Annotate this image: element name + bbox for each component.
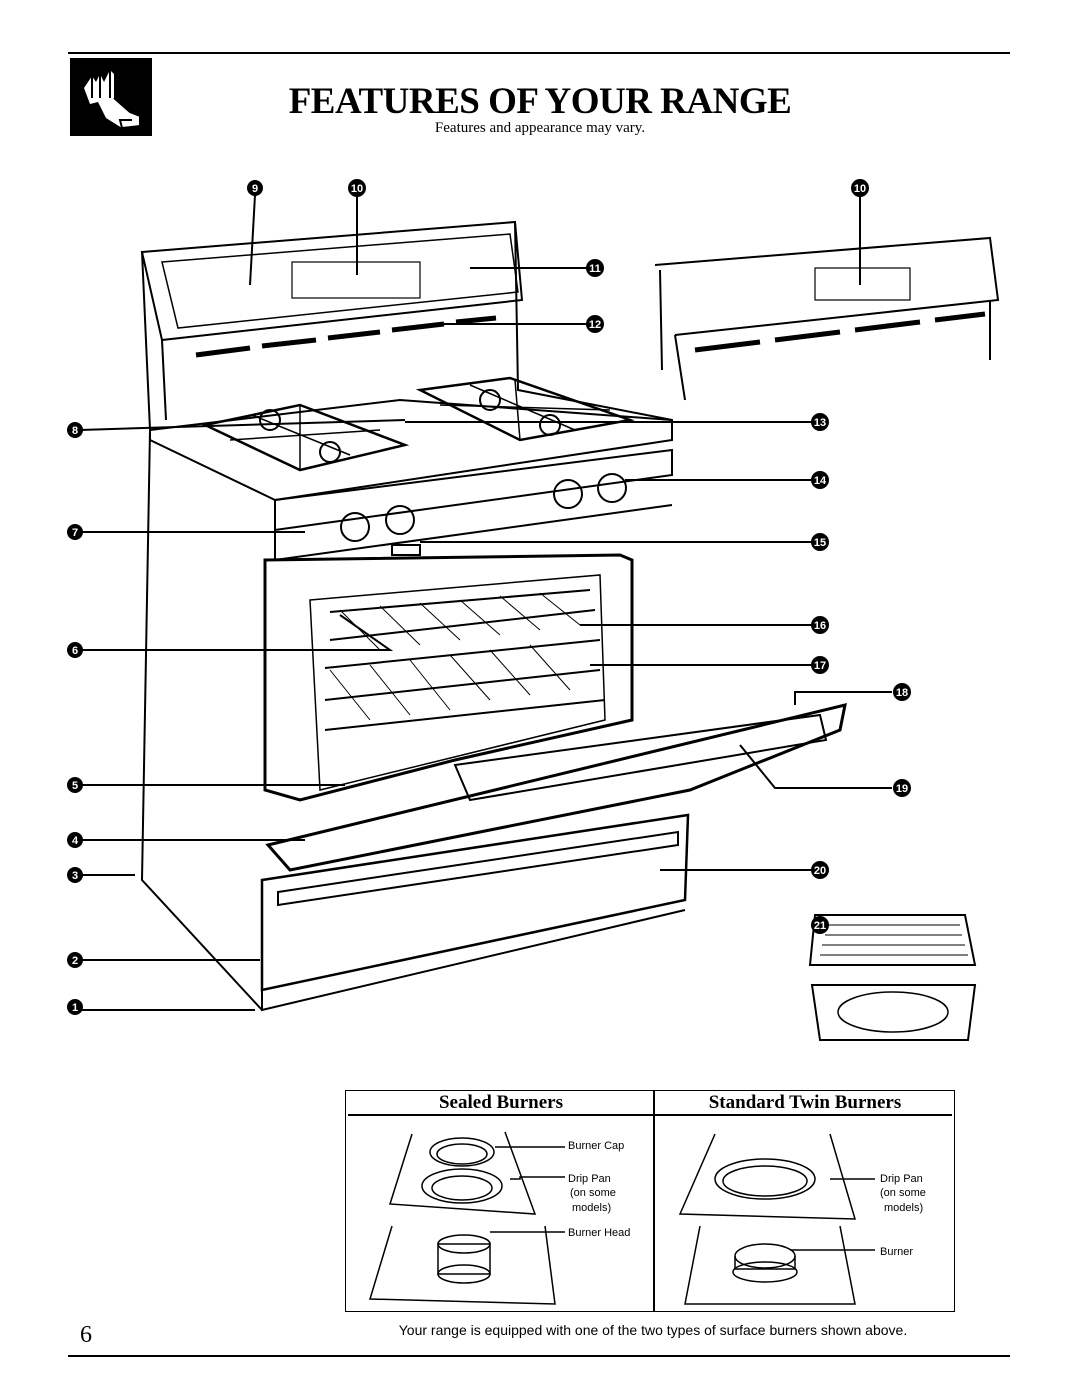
- callout-20: 20: [814, 865, 826, 877]
- page-title: FEATURES OF YOUR RANGE: [288, 81, 792, 122]
- callout-14: 14: [814, 475, 827, 487]
- callout-6: 6: [72, 645, 78, 657]
- range-illustration: 1 2 3 4 5 6 7 8 9 10 10 11 12 13 14 15 1…: [67, 179, 1000, 1041]
- standard-twin-burners-heading: Standard Twin Burners: [708, 1092, 902, 1113]
- callout-8: 8: [72, 425, 78, 437]
- callout-3: 3: [72, 870, 78, 882]
- callout-13: 13: [814, 417, 826, 429]
- table-divider: [653, 1090, 655, 1312]
- callout-10-side: 10: [854, 183, 866, 195]
- burner-head-label: Burner Head: [568, 1227, 630, 1239]
- callout-17: 17: [814, 660, 826, 672]
- callout-19: 19: [896, 783, 908, 795]
- callout-12: 12: [589, 319, 601, 331]
- callout-5: 5: [72, 780, 78, 792]
- table-header-rule: [348, 1114, 952, 1116]
- callout-7: 7: [72, 527, 78, 539]
- burner-cap-label: Burner Cap: [568, 1140, 624, 1152]
- sealed-drip-pan-note-1: (on some: [570, 1187, 616, 1199]
- callout-2: 2: [72, 955, 78, 967]
- callout-11: 11: [589, 263, 601, 275]
- standard-drip-pan-note-1: (on some: [880, 1187, 926, 1199]
- bottom-rule: [68, 1355, 1010, 1357]
- burner-types-table: [345, 1090, 955, 1312]
- sealed-drip-pan-label: Drip Pan: [568, 1173, 611, 1185]
- callout-1: 1: [72, 1002, 78, 1014]
- callout-21: 21: [814, 920, 826, 932]
- callout-4: 4: [72, 835, 79, 847]
- page-number: 6: [80, 1322, 92, 1348]
- callout-18: 18: [896, 687, 908, 699]
- page-subtitle: Features and appearance may vary.: [434, 120, 646, 136]
- burner-diagrams: Burner Cap Drip Pan (on some models) Bur…: [368, 1131, 926, 1305]
- standard-drip-pan-note-2: models): [884, 1202, 923, 1214]
- callout-9: 9: [252, 183, 258, 195]
- burner-label: Burner: [880, 1246, 913, 1258]
- callout-10: 10: [351, 183, 363, 195]
- burner-footnote: Your range is equipped with one of the t…: [398, 1322, 908, 1338]
- callout-15: 15: [814, 537, 826, 549]
- standard-drip-pan-label: Drip Pan: [880, 1173, 923, 1185]
- sealed-burners-heading: Sealed Burners: [438, 1092, 564, 1113]
- hand-pointer-logo: [70, 58, 152, 136]
- sealed-drip-pan-note-2: models): [572, 1202, 611, 1214]
- top-rule: [68, 52, 1010, 54]
- callout-16: 16: [814, 620, 826, 632]
